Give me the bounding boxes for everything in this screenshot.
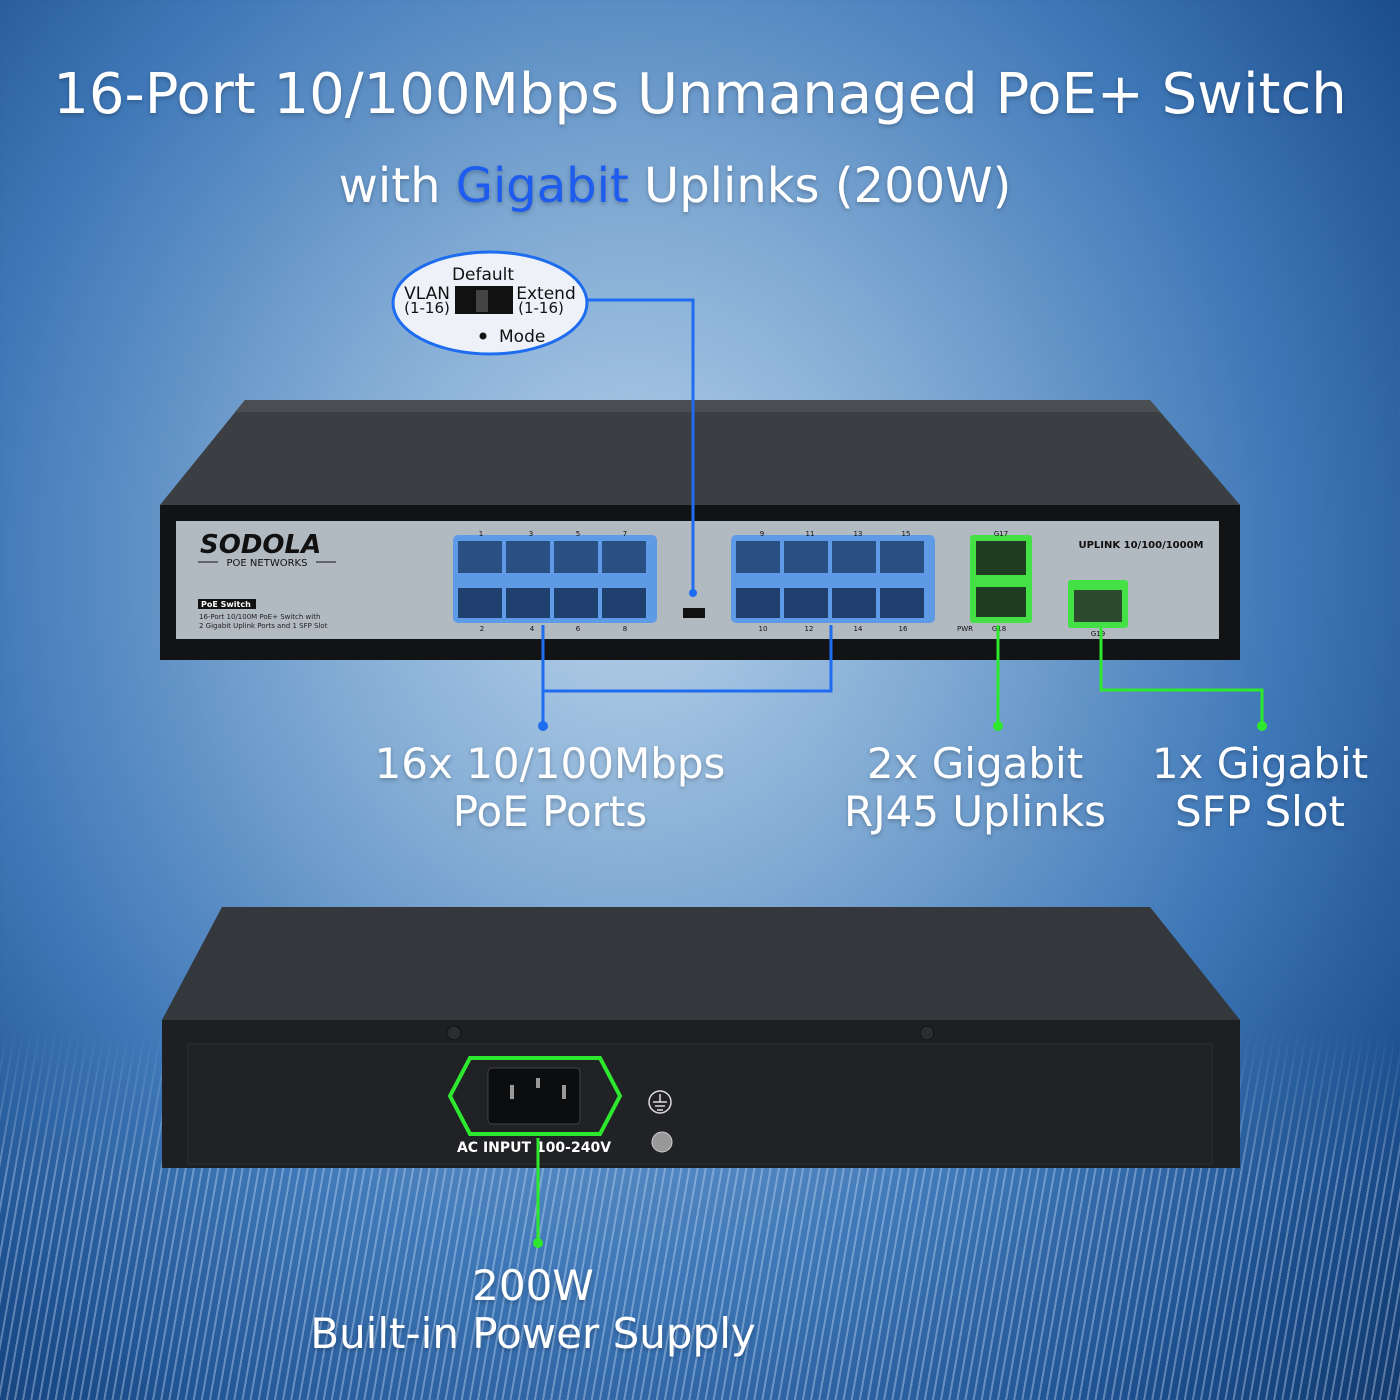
switch-front-view: SODOLA POE NETWORKS PoE Switch 16-Port 1… xyxy=(160,400,1240,660)
ac-input-highlight xyxy=(447,1056,623,1136)
callout-default: Default xyxy=(452,265,514,285)
subheadline: with Gigabit Uplinks (200W) xyxy=(0,158,1350,214)
callout-extend: Extend xyxy=(516,284,576,304)
panel-desc-2: 2 Gigabit Uplink Ports and 1 SFP Slot xyxy=(199,622,328,630)
rj45-port[interactable] xyxy=(602,541,646,573)
ac-power-socket[interactable] xyxy=(487,1067,581,1125)
switch-back-view: AC INPUT 100-240V xyxy=(162,907,1240,1168)
feature-line: SFP Slot xyxy=(1175,787,1345,836)
port-label: 8 xyxy=(623,625,627,633)
rj45-port[interactable] xyxy=(506,541,550,573)
gigabit-rj45-ports xyxy=(970,535,1032,623)
headline: 16-Port 10/100Mbps Unmanaged PoE+ Switch xyxy=(53,62,1347,127)
feature-sfp-slot: 1x Gigabit SFP Slot xyxy=(1100,740,1400,836)
brand-subtitle: POE NETWORKS xyxy=(227,558,308,569)
port-label: 12 xyxy=(805,625,814,633)
feature-poe-ports: 16x 10/100Mbps PoE Ports xyxy=(350,740,750,836)
port-label: 6 xyxy=(576,625,581,633)
port-label: 11 xyxy=(806,530,815,538)
rj45-port[interactable] xyxy=(832,541,876,573)
uplink-label: UPLINK 10/100/1000M xyxy=(1078,540,1203,551)
poe-ports-group-1 xyxy=(453,535,657,623)
feature-line: 2x Gigabit xyxy=(866,739,1084,788)
callout-vlan: VLAN xyxy=(404,284,450,304)
port-label: 4 xyxy=(530,625,535,633)
feature-line: 1x Gigabit xyxy=(1151,739,1369,788)
port-label: 9 xyxy=(760,530,764,538)
power-watts: 200W xyxy=(472,1261,594,1310)
poe-switch-badge: PoE Switch xyxy=(201,600,251,609)
rj45-port[interactable] xyxy=(736,541,780,573)
port-label: 14 xyxy=(854,625,863,633)
callout-mode: Mode xyxy=(499,327,545,347)
pwr-label: PWR xyxy=(957,625,973,633)
mode-switch-callout: Default VLAN (1-16) Extend (1-16) Mode xyxy=(391,250,589,356)
port-label: 2 xyxy=(480,625,484,633)
rj45-port[interactable] xyxy=(554,588,598,618)
port-label: 1 xyxy=(479,530,483,538)
poe-ports-connector xyxy=(541,625,833,693)
port-label: 5 xyxy=(576,530,580,538)
feature-line: 16x 10/100Mbps xyxy=(374,739,726,788)
port-label: 15 xyxy=(902,530,911,538)
sfp-slot xyxy=(1068,580,1128,628)
rj45-port[interactable] xyxy=(784,588,828,618)
g17-label: G17 xyxy=(994,530,1008,538)
rj45-port[interactable] xyxy=(880,588,924,618)
ground-icon xyxy=(648,1090,672,1114)
subheadline-prefix: with xyxy=(338,158,456,214)
mode-switch[interactable] xyxy=(683,608,705,618)
rj45-port[interactable] xyxy=(602,588,646,618)
port-label: 13 xyxy=(854,530,863,538)
feature-line: RJ45 Uplinks xyxy=(844,787,1106,836)
rj45-port[interactable] xyxy=(832,588,876,618)
port-label: 3 xyxy=(529,530,533,538)
ground-screw-icon xyxy=(651,1131,673,1153)
feature-line: PoE Ports xyxy=(452,787,648,836)
ac-input-label: AC INPUT 100-240V xyxy=(457,1140,611,1156)
sfp-connector xyxy=(1099,628,1264,723)
subheadline-highlight: Gigabit xyxy=(455,158,629,214)
brand-logo: SODOLA xyxy=(200,530,321,560)
panel-desc-1: 16-Port 10/100M PoE+ Switch with xyxy=(199,613,320,621)
power-desc: Built-in Power Supply xyxy=(310,1309,756,1358)
rj45-port[interactable] xyxy=(784,541,828,573)
power-supply-label: 200W Built-in Power Supply xyxy=(233,1262,833,1358)
rj45-port[interactable] xyxy=(736,588,780,618)
sfp-label: G19 xyxy=(1091,630,1105,638)
rj45-port[interactable] xyxy=(458,588,502,618)
rj45-port[interactable] xyxy=(506,588,550,618)
callout-vlan-range: (1-16) xyxy=(404,299,450,317)
rj45-port[interactable] xyxy=(880,541,924,573)
port-label: 7 xyxy=(623,530,627,538)
subheadline-suffix: Uplinks (200W) xyxy=(628,158,1012,214)
rj45-port[interactable] xyxy=(554,541,598,573)
poe-ports-group-2 xyxy=(731,535,935,623)
rj45-port[interactable] xyxy=(458,541,502,573)
callout-connector xyxy=(588,298,695,592)
port-label: 10 xyxy=(759,625,768,633)
callout-extend-range: (1-16) xyxy=(518,299,564,317)
port-label: 16 xyxy=(899,625,908,633)
feature-rj45-uplinks: 2x Gigabit RJ45 Uplinks xyxy=(775,740,1175,836)
